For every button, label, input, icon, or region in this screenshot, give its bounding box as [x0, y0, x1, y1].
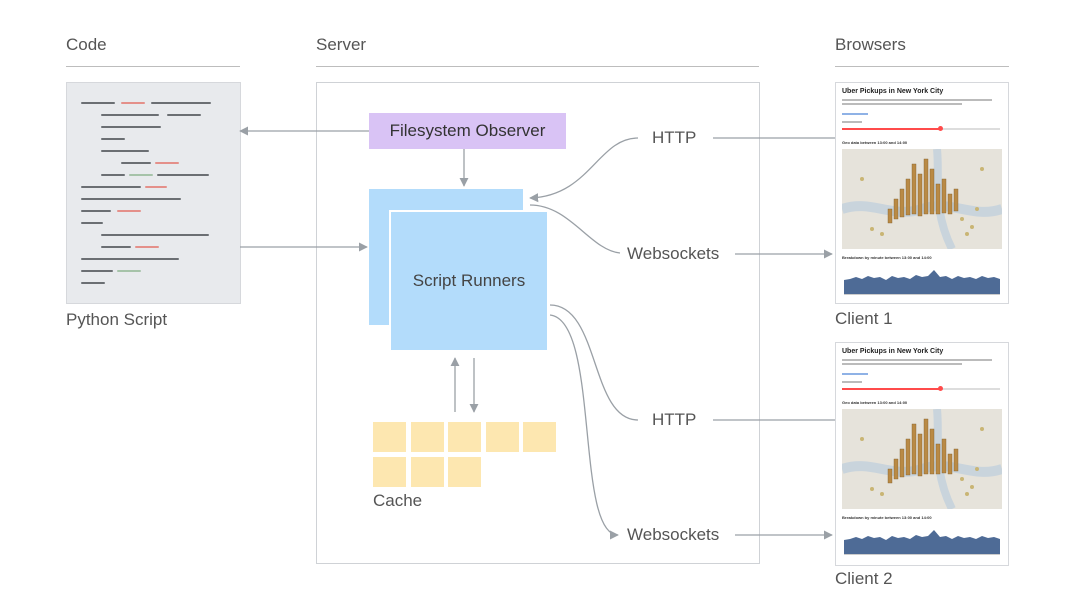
client-1-breakdown-chart	[844, 270, 1000, 295]
client-1-breakdown-heading: Breakdown by minute between 13:00 and 14…	[842, 255, 932, 260]
http-label-2: HTTP	[650, 410, 699, 430]
script-runner-front: Script Runners	[389, 210, 549, 352]
cache-block	[411, 422, 444, 452]
cache-block	[448, 457, 481, 487]
server-header-rule	[316, 66, 759, 67]
runners-to-websockets1-curve	[529, 204, 621, 254]
runners-to-http2-curve	[549, 304, 639, 421]
cache-block	[448, 422, 481, 452]
filesystem-observer-label: Filesystem Observer	[389, 121, 546, 140]
runners-to-websockets2-curve	[549, 314, 619, 540]
client-2-map	[842, 409, 1002, 509]
websockets-label-1: Websockets	[625, 244, 722, 264]
server-section-header: Server	[316, 35, 367, 54]
http-label-1: HTTP	[650, 128, 699, 148]
client-2-slider-thumb[interactable]	[938, 386, 943, 391]
python-script-code	[66, 82, 241, 304]
client-2-breakdown-heading: Breakdown by minute between 13:00 and 14…	[842, 515, 932, 520]
filesystem-observer-box: Filesystem Observer	[369, 113, 566, 149]
code-section-header: Code	[66, 35, 107, 54]
client-1-link[interactable]	[842, 113, 868, 115]
client-1-slider-label	[842, 121, 862, 123]
code-header-rule	[66, 66, 240, 67]
client-2-browser: Uber Pickups in New York City Geo data b…	[835, 342, 1009, 566]
client-1-browser: Uber Pickups in New York City Geo data b…	[835, 82, 1009, 304]
client-1-map	[842, 149, 1002, 249]
client-2-label: Client 2	[835, 569, 893, 589]
client-2-slider-track[interactable]	[842, 388, 1000, 390]
python-script-label: Python Script	[66, 310, 168, 330]
client-2-map-graphic	[842, 409, 1002, 509]
browsers-header-rule	[835, 66, 1009, 67]
cache-block	[411, 457, 444, 487]
client-1-label: Client 1	[835, 309, 893, 329]
client-2-slider-label	[842, 381, 862, 383]
http1-to-runners-curve	[529, 137, 639, 203]
browsers-section-header: Browsers	[835, 35, 906, 54]
cache-block	[486, 422, 519, 452]
client-1-description	[842, 99, 1000, 108]
cache-block	[373, 422, 406, 452]
cache-label: Cache	[373, 491, 423, 510]
script-runners-label: Script Runners	[412, 271, 526, 290]
client-1-slider-track[interactable]	[842, 128, 1000, 130]
client-1-app-title: Uber Pickups in New York City	[842, 88, 944, 95]
cache-block	[523, 422, 556, 452]
client-2-breakdown-chart	[844, 530, 1000, 555]
client-1-geo-heading: Geo data between 13:00 and 14:00	[842, 140, 908, 145]
client-2-link[interactable]	[842, 373, 868, 375]
client-1-map-graphic	[842, 149, 1002, 249]
client-2-description	[842, 359, 1000, 368]
cache-block	[373, 457, 406, 487]
client-2-app-title: Uber Pickups in New York City	[842, 348, 944, 355]
client-2-geo-heading: Geo data between 13:00 and 14:00	[842, 400, 908, 405]
client-1-slider-thumb[interactable]	[938, 126, 943, 131]
websockets-label-2: Websockets	[625, 525, 722, 545]
